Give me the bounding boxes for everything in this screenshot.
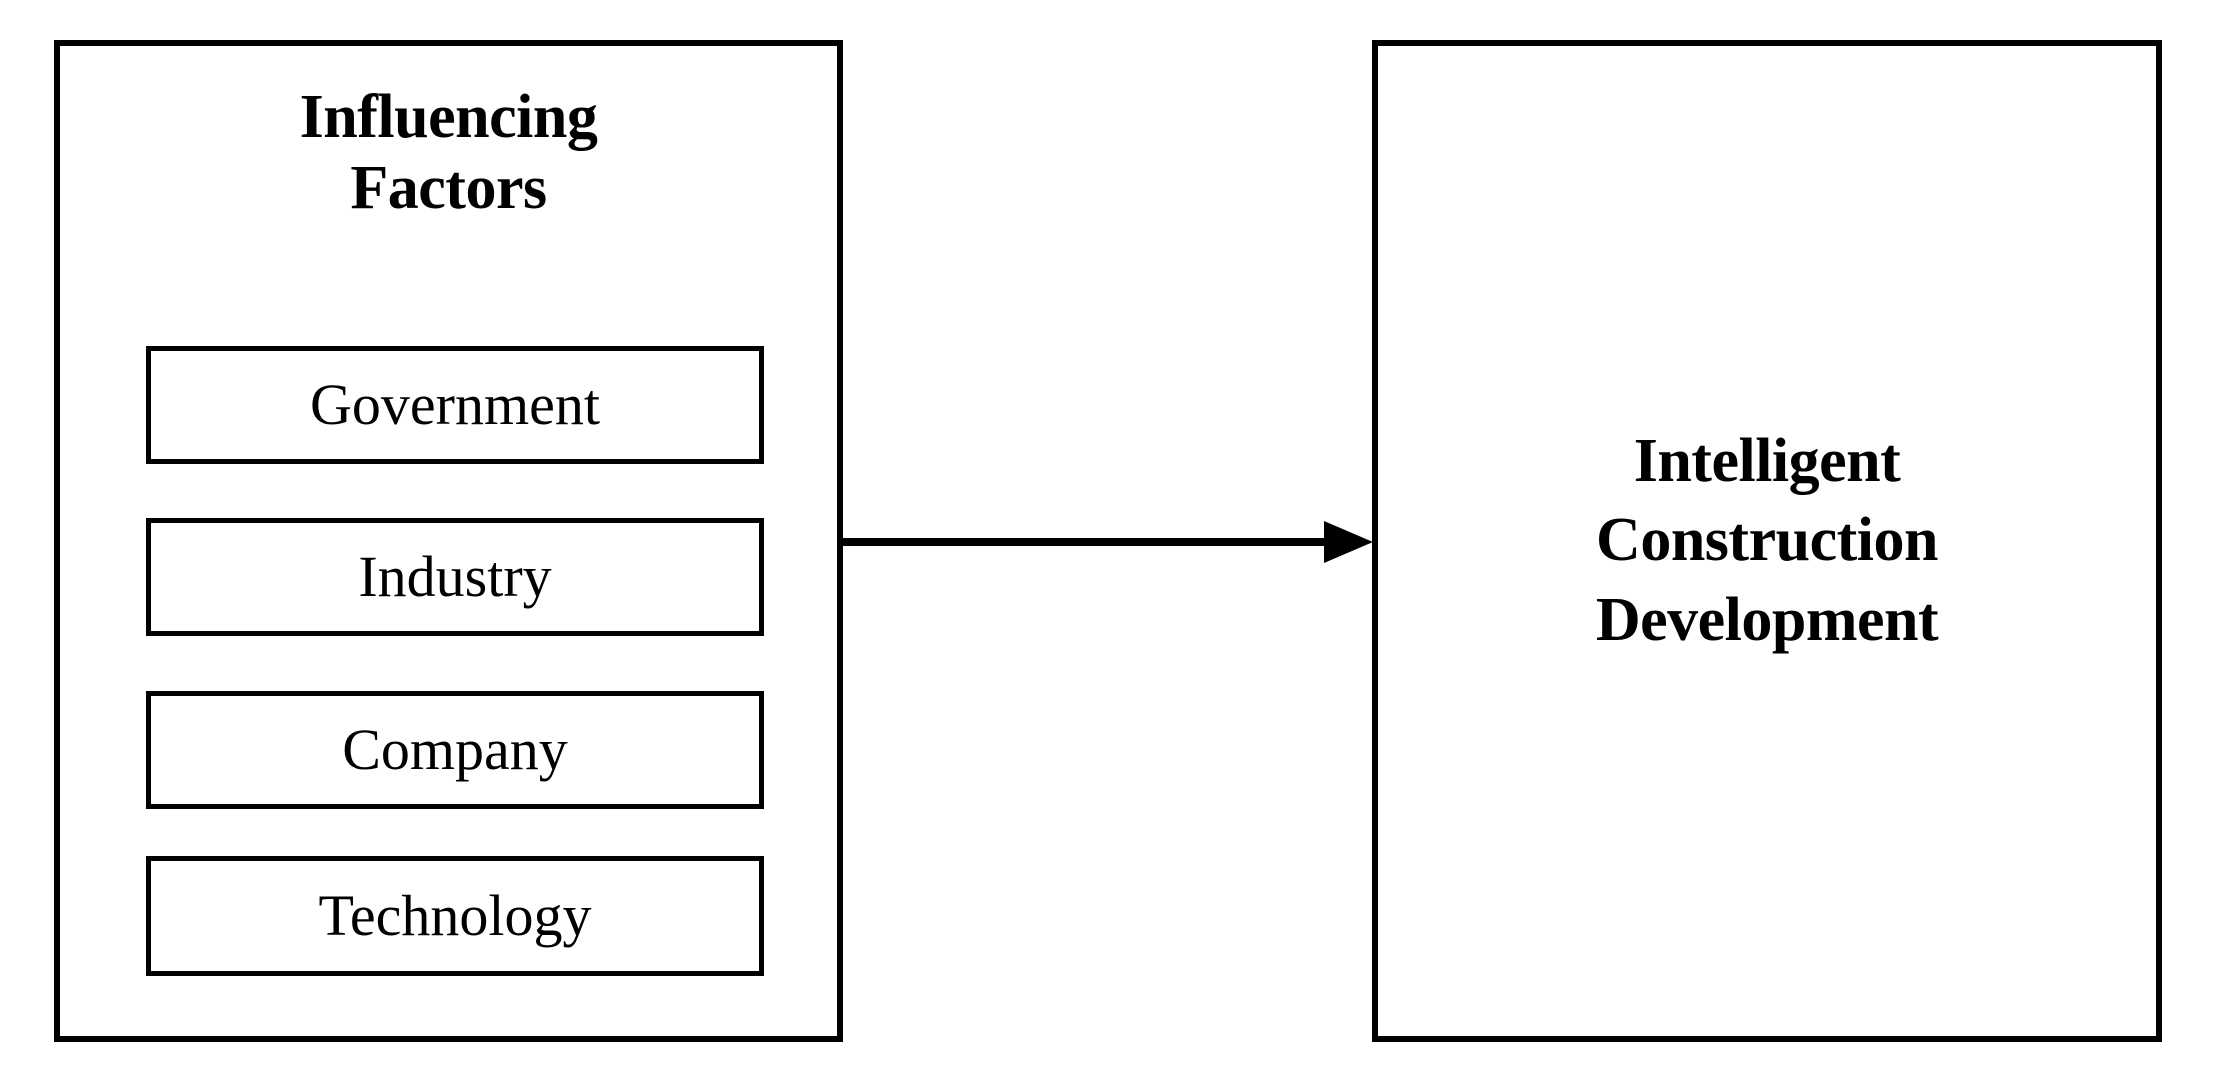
arrow-head: [1324, 521, 1373, 563]
factor-label-company: Company: [342, 717, 568, 782]
arrow-right-icon: [838, 521, 1373, 563]
intelligent-construction-development-title: Intelligent Construction Development: [1595, 426, 1939, 654]
factor-label-government: Government: [310, 372, 600, 437]
influencing-factors-group: Influencing Factors Government Industry …: [54, 40, 843, 1042]
factor-box-technology[interactable]: Technology: [146, 856, 764, 976]
intelligent-construction-development-box: Intelligent Construction Development: [1372, 40, 2162, 1042]
factor-box-company[interactable]: Company: [146, 691, 764, 809]
factor-box-government[interactable]: Government: [146, 346, 764, 464]
factor-label-technology: Technology: [318, 883, 592, 948]
influencing-factors-title: Influencing Factors: [299, 83, 598, 223]
factor-label-industry: Industry: [358, 544, 552, 609]
factor-box-industry[interactable]: Industry: [146, 518, 764, 636]
